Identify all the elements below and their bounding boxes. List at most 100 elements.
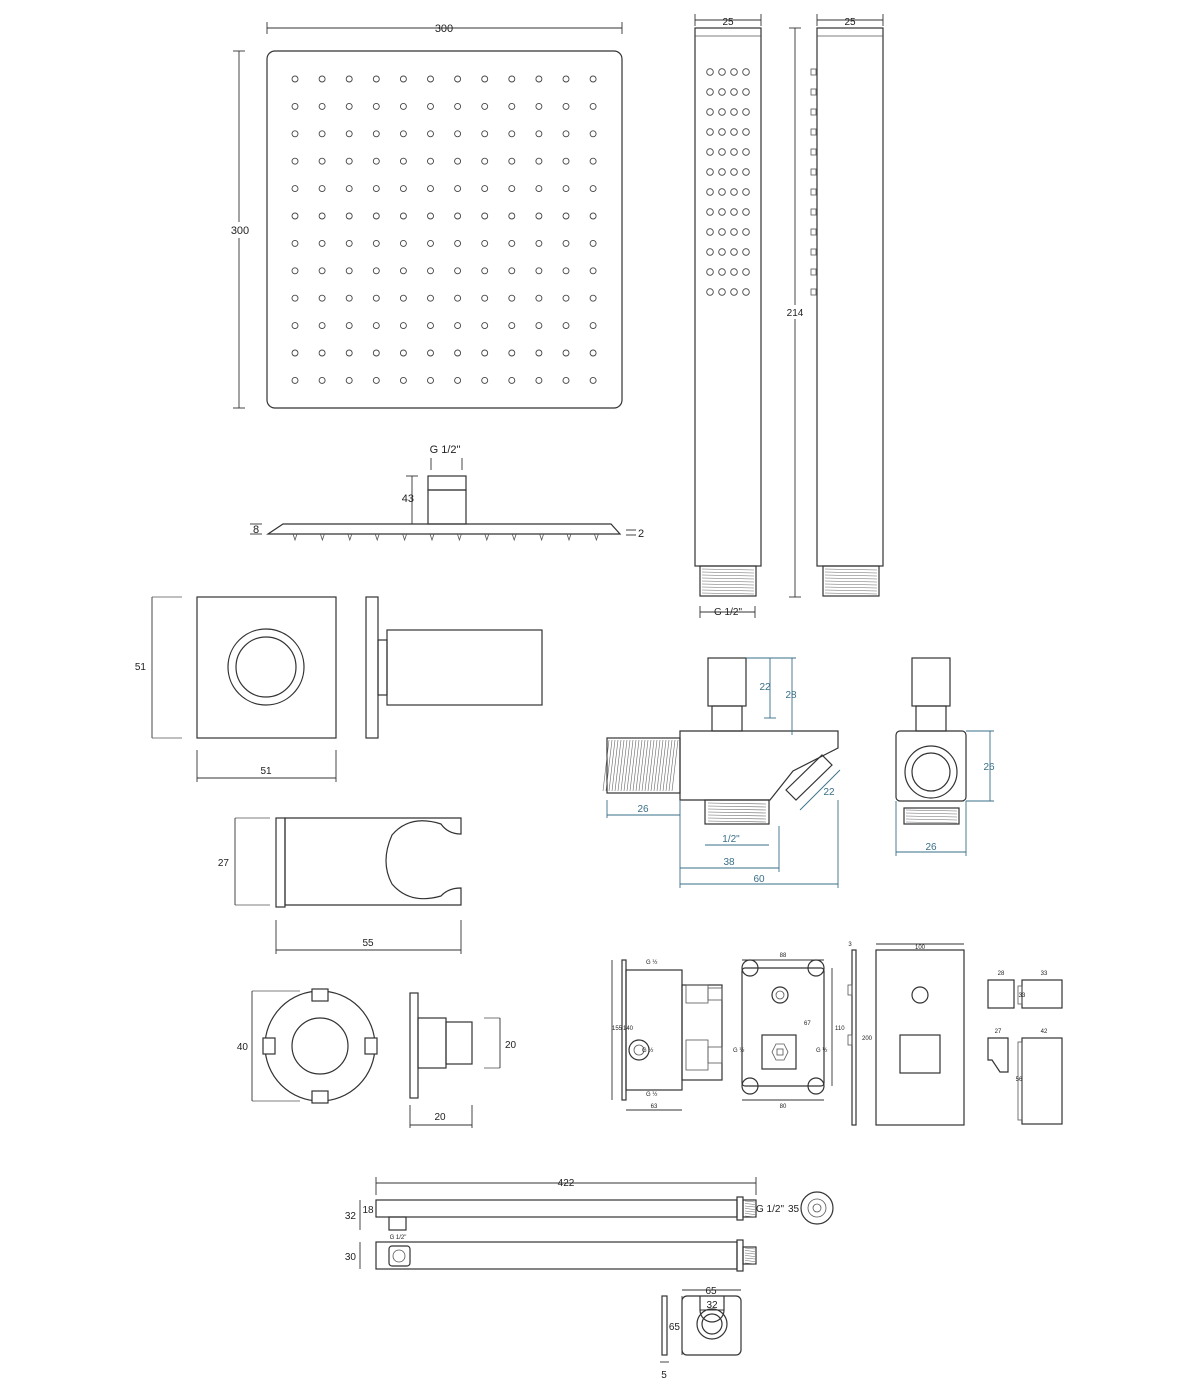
nozzle-dot bbox=[399, 212, 407, 220]
valve-front-width-label: 88 bbox=[780, 953, 787, 959]
nozzle-dot bbox=[481, 130, 489, 138]
shower-arm-thread-label: G 1/2" bbox=[756, 1204, 784, 1215]
nozzle-dot bbox=[399, 294, 407, 302]
valve-side-height-inner-label: 140 bbox=[623, 1026, 634, 1032]
side-nozzle-mark bbox=[810, 168, 817, 176]
nozzle-dot bbox=[399, 267, 407, 275]
thread-line bbox=[707, 817, 767, 820]
valve-front-height-label: 110 bbox=[835, 1026, 845, 1032]
nozzle-dot bbox=[291, 294, 299, 302]
nozzle-dot bbox=[291, 185, 299, 193]
nozzle-dot bbox=[589, 185, 597, 193]
thread-line bbox=[605, 739, 613, 792]
thread-line bbox=[707, 805, 767, 808]
wall-outlet-width-label: 51 bbox=[260, 766, 272, 777]
thread-line bbox=[744, 1250, 756, 1252]
nozzle-dot bbox=[399, 102, 407, 110]
nozzle-dot bbox=[535, 349, 543, 357]
nozzle-dot bbox=[562, 75, 570, 83]
thread-line bbox=[744, 1247, 756, 1250]
nozzle-dot bbox=[318, 75, 326, 83]
shower-head-side-nozzles bbox=[292, 533, 599, 542]
nozzle-dot bbox=[318, 102, 326, 110]
side-nozzle-mark bbox=[810, 128, 817, 136]
thread-line bbox=[824, 589, 878, 592]
thread-line bbox=[824, 571, 878, 574]
hand-shower-side-thread bbox=[824, 568, 878, 595]
nozzle-dot bbox=[291, 267, 299, 275]
thread-line bbox=[744, 1262, 756, 1265]
nozzle-dot bbox=[562, 185, 570, 193]
nozzle-dot bbox=[291, 376, 299, 384]
hand-nozzle bbox=[742, 228, 750, 236]
elbow-thread-label: 1/2" bbox=[722, 834, 740, 845]
thread-line bbox=[701, 583, 755, 586]
shower-arm-length-label: 422 bbox=[558, 1178, 575, 1189]
thread-line bbox=[671, 739, 679, 792]
hand-nozzle bbox=[706, 168, 714, 176]
hand-nozzle bbox=[706, 128, 714, 136]
valve-front-left-port-label: G ½ bbox=[733, 1047, 744, 1054]
hand-nozzle bbox=[718, 248, 726, 256]
thread-line bbox=[744, 1215, 756, 1218]
nozzle-dot bbox=[372, 267, 380, 275]
hand-nozzle bbox=[718, 108, 726, 116]
shower-head-top-view: 300 300 bbox=[226, 22, 623, 409]
hand-shower-thread-label: G 1/2" bbox=[714, 607, 742, 618]
valve-side-depth-label: 63 bbox=[651, 1104, 658, 1110]
hand-nozzle bbox=[742, 88, 750, 96]
thread-line bbox=[644, 739, 652, 792]
nozzle-dot bbox=[291, 349, 299, 357]
nozzle-dot bbox=[454, 102, 462, 110]
hand-nozzle bbox=[730, 288, 738, 296]
shower-head-height-label: 300 bbox=[231, 225, 249, 237]
hand-nozzle bbox=[742, 148, 750, 156]
nozzle-dot bbox=[481, 157, 489, 165]
hand-nozzle bbox=[742, 288, 750, 296]
nozzle-dot bbox=[372, 239, 380, 247]
nozzle-dot bbox=[454, 267, 462, 275]
hand-nozzle bbox=[742, 168, 750, 176]
thread-line bbox=[659, 739, 667, 792]
nozzle-dot bbox=[535, 130, 543, 138]
hand-nozzle bbox=[742, 268, 750, 276]
nozzle-dot bbox=[427, 239, 434, 247]
hand-nozzle bbox=[718, 68, 726, 76]
nozzle-dot bbox=[562, 322, 570, 330]
wall-outlet-square: 51 51 bbox=[135, 596, 543, 782]
hand-nozzle bbox=[718, 88, 726, 96]
hand-nozzle bbox=[718, 288, 726, 296]
thread-line bbox=[701, 592, 755, 595]
wall-outlet-height-label: 51 bbox=[135, 662, 147, 673]
shower-arm-outer-height-label: 32 bbox=[345, 1211, 357, 1222]
nozzle-dot bbox=[318, 157, 326, 165]
nozzle-dot bbox=[345, 157, 353, 165]
nozzle-dot bbox=[481, 239, 489, 247]
hand-nozzle bbox=[730, 208, 738, 216]
nozzle-dot bbox=[589, 75, 597, 83]
nozzle-dot bbox=[508, 157, 516, 165]
thread-line bbox=[707, 808, 767, 811]
shower-head-nozzle-grid bbox=[291, 75, 597, 384]
nozzle-dot bbox=[481, 185, 489, 193]
valve-lever-height-label: 56 bbox=[1016, 1077, 1023, 1083]
hand-nozzle bbox=[718, 168, 726, 176]
nozzle-dot bbox=[454, 294, 462, 302]
thread-line bbox=[744, 1210, 756, 1213]
thread-line bbox=[744, 1252, 756, 1255]
nozzle-dot bbox=[481, 376, 489, 384]
nozzle-dot bbox=[589, 157, 597, 165]
nozzle-dot bbox=[399, 349, 407, 357]
nozzle-dot bbox=[508, 294, 516, 302]
thread-line bbox=[824, 583, 878, 586]
thread-line bbox=[707, 811, 767, 814]
thread-line bbox=[662, 739, 670, 792]
nozzle-dot bbox=[481, 102, 489, 110]
nozzle-dot bbox=[562, 130, 570, 138]
nozzle-dot bbox=[318, 322, 326, 330]
nozzle-dot bbox=[535, 75, 543, 83]
shower-head-edge-label: 2 bbox=[638, 528, 644, 540]
shower-arm-small-thread-label: G 1/2" bbox=[390, 1235, 407, 1241]
nozzle-dot bbox=[427, 185, 434, 193]
hand-nozzle bbox=[742, 128, 750, 136]
